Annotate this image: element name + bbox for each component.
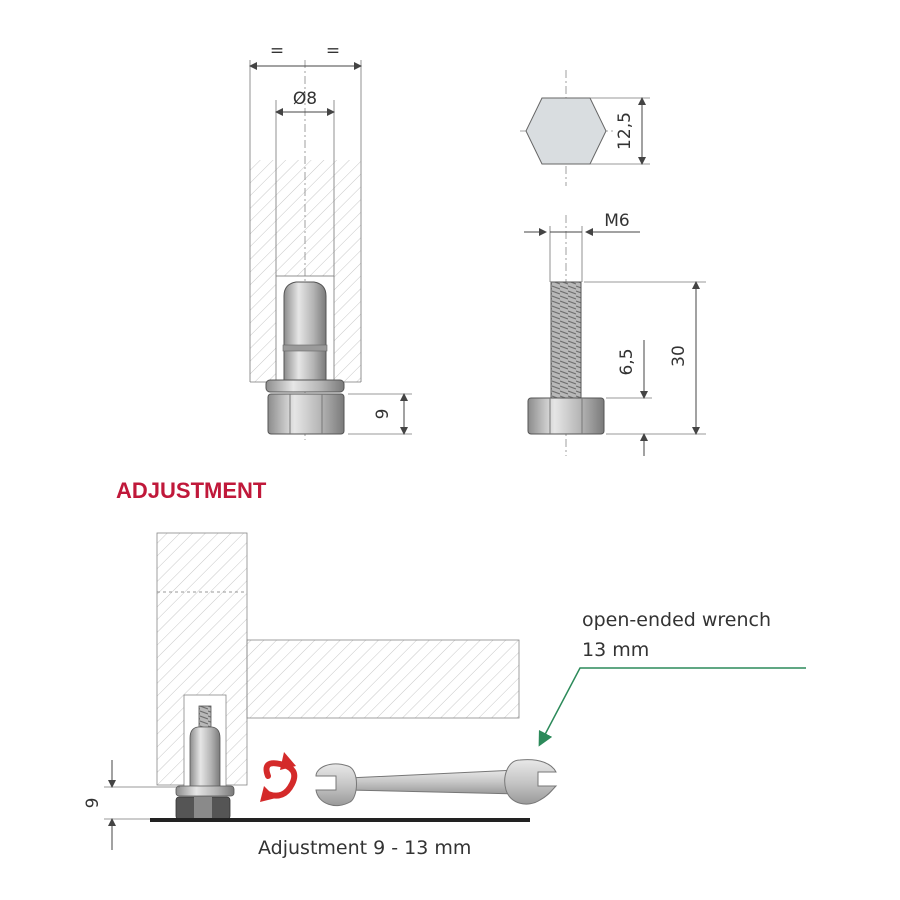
adjustment-leveler xyxy=(175,705,235,820)
rotation-arrow-icon xyxy=(260,752,298,802)
equal-label-left: = xyxy=(270,41,284,61)
open-ended-wrench-icon xyxy=(315,759,558,806)
insert-sleeve xyxy=(265,281,345,393)
equal-label-right: = xyxy=(326,41,340,61)
adjust-height-label: 9 xyxy=(83,798,103,809)
horizontal-shelf xyxy=(246,639,520,719)
adjustment-caption: Adjustment 9 - 13 mm xyxy=(258,837,471,859)
hex-size-label: 12,5 xyxy=(615,112,635,150)
wrench-callout-line xyxy=(538,667,806,747)
adjustment-title: ADJUSTMENT xyxy=(116,478,267,503)
hex-head-top-view xyxy=(525,97,607,165)
floor-line xyxy=(150,818,530,822)
hex-nut xyxy=(267,393,345,435)
threaded-shaft xyxy=(550,281,582,399)
screw-head xyxy=(527,397,605,435)
height-label-9: 9 xyxy=(373,409,393,420)
top-right-screw-view: 12,5 M6 30 6,5 xyxy=(520,70,706,456)
wrench-label-line1: open-ended wrench xyxy=(582,609,771,631)
head-height-label: 6,5 xyxy=(617,348,637,375)
wrench-label-line2: 13 mm xyxy=(582,639,649,661)
thread-label: M6 xyxy=(604,211,629,231)
adjustment-assembly: 9 open-ended wrench 13 mm Adjustment 9 -… xyxy=(83,532,806,859)
top-left-section-view: = = Ø8 9 xyxy=(249,41,412,440)
length-label-30: 30 xyxy=(669,345,689,367)
diameter-label: Ø8 xyxy=(293,89,317,109)
